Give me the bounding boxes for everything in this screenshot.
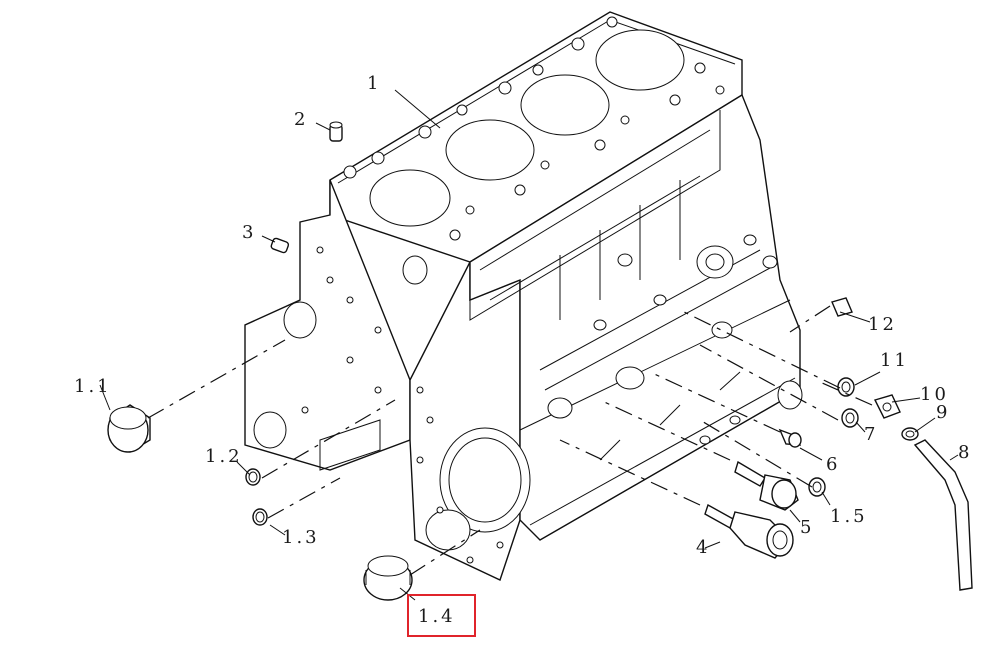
label-7: 7 [864, 424, 878, 445]
part-4-fitting [704, 503, 794, 559]
label-10: 10 [920, 384, 949, 405]
highlight-box-1-4 [407, 594, 476, 637]
label-1-1: 1.1 [74, 376, 112, 397]
label-1-2: 1.2 [205, 446, 243, 467]
label-1-4: 1.4 [418, 606, 456, 627]
label-3: 3 [242, 222, 256, 243]
label-1: 1 [367, 73, 381, 94]
part-1-3-plug [252, 508, 268, 526]
label-6: 6 [826, 454, 840, 475]
part-1-4-bush [363, 555, 413, 601]
label-12: 12 [868, 314, 897, 335]
label-8: 8 [958, 442, 972, 463]
part-1-5-plug [808, 477, 826, 497]
cylinder-block [244, 11, 803, 581]
part-1-1-bush [107, 404, 151, 453]
part-12-bolt [831, 297, 853, 317]
label-9: 9 [936, 402, 950, 423]
part-5-fitting [734, 460, 799, 511]
label-1-5: 1.5 [830, 506, 868, 527]
label-5: 5 [800, 517, 814, 538]
leader-lines [99, 89, 959, 601]
label-2: 2 [294, 109, 308, 130]
part-2-dowel [329, 121, 343, 142]
label-11: 11 [880, 350, 909, 371]
part-1-2-plug [245, 468, 261, 486]
label-1-3: 1.3 [282, 527, 320, 548]
part-3-dowel [270, 237, 290, 254]
part-labels: 1 2 3 1.1 1.2 1.3 1.4 4 5 1.5 6 7 8 9 10… [74, 73, 972, 627]
part-8-pipe [913, 439, 973, 591]
part-9-washer [901, 427, 919, 441]
part-7-connector [841, 408, 859, 428]
part-10-banjo [873, 394, 901, 419]
part-6-plug [778, 428, 802, 448]
label-4: 4 [696, 537, 710, 558]
